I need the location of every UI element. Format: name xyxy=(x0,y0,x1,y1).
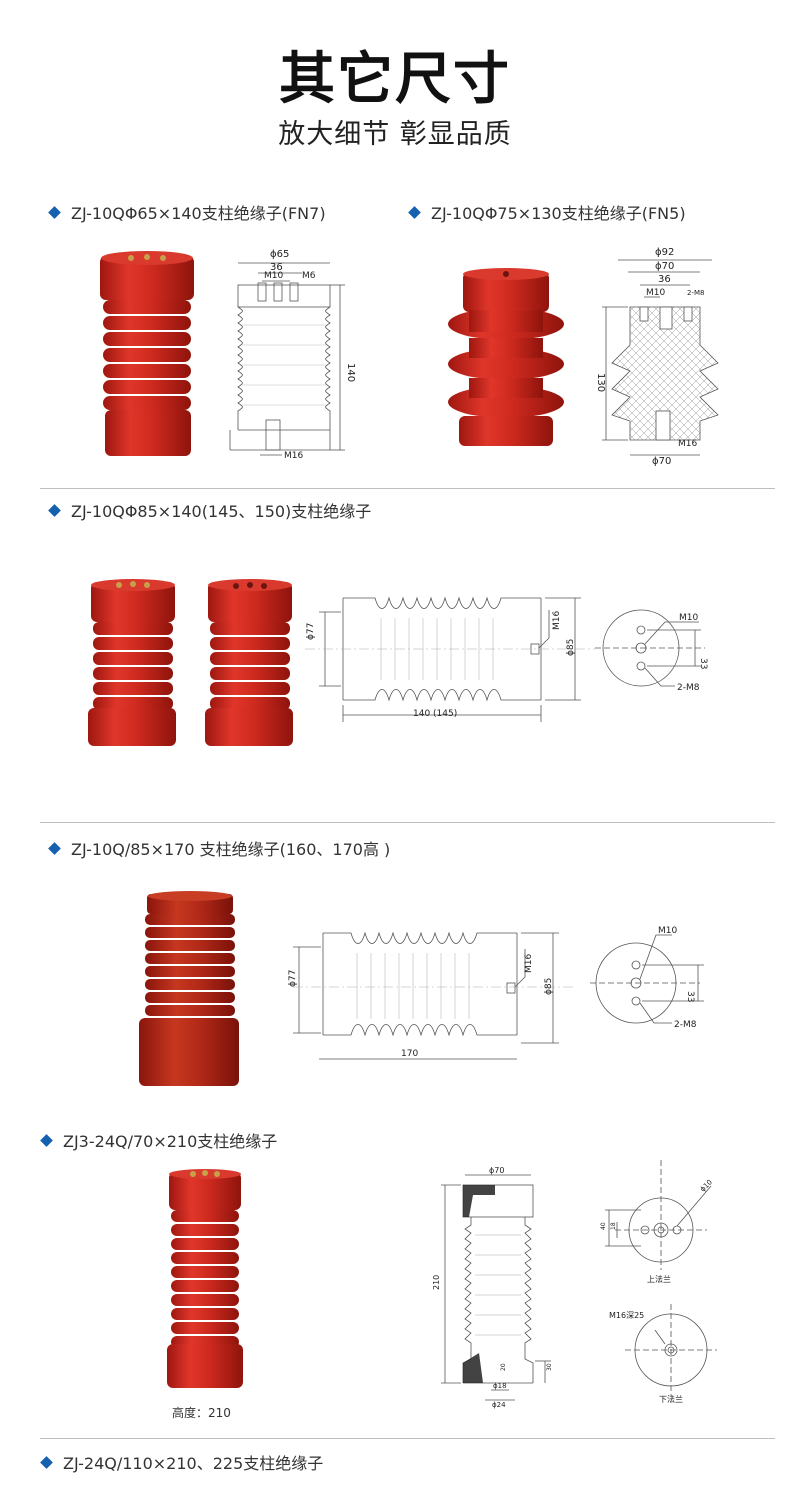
drawing-85x170-end: M10 33 2-M8 xyxy=(590,926,704,1030)
dim-bolt: M10 xyxy=(646,288,665,298)
dim-diameter-2: ϕ70 xyxy=(655,261,674,272)
dim-right-diameter: ϕ85 xyxy=(544,978,554,995)
dim-bottom-diameter: ϕ70 xyxy=(652,456,671,467)
dim-width: 36 xyxy=(270,262,283,273)
dim-length: 140 (145) xyxy=(413,709,457,719)
drawing-fn7: ϕ65 36 M10 M6 140 M16 xyxy=(229,249,356,461)
dim-bottom-bolt: M16深25 xyxy=(609,1311,644,1320)
drawing-70x210-flanges: ϕ10 40 18 上法兰 M16深25 下法兰 xyxy=(600,1160,717,1404)
insulator-photo-85x140-a xyxy=(88,579,176,746)
dim-holes: 2-M8 xyxy=(674,1020,697,1030)
dim-width: 36 xyxy=(658,274,671,285)
dim-diameter-b: ϕ24 xyxy=(492,1401,506,1409)
dim-bottom-bolt: M16 xyxy=(678,439,697,449)
drawing-85x140-end: M10 33 2-M8 xyxy=(595,609,708,693)
caption-text: ZJ3-24Q/70×210支柱绝缘子 xyxy=(63,1132,278,1151)
dim-bolt-2: 2-M8 xyxy=(687,289,704,297)
dim-bolt: M10 xyxy=(264,271,283,281)
dim-diameter: ϕ70 xyxy=(489,1166,504,1175)
dim-bolt-2: M6 xyxy=(302,271,316,281)
insulator-photo-85x170 xyxy=(139,891,239,1086)
product-caption-85x170: ZJ-10Q/85×170 支柱绝缘子(160、170高 ) xyxy=(48,836,391,860)
dim-length: 170 xyxy=(401,1049,418,1059)
caption-text: ZJ-24Q/110×210、225支柱绝缘子 xyxy=(63,1454,324,1473)
dim-holes: 2-M8 xyxy=(677,683,700,693)
diamond-bullet-icon xyxy=(408,206,421,219)
drawing-fn5: ϕ92 ϕ70 36 M10 2-M8 130 M16 ϕ70 xyxy=(595,247,719,467)
dim-right-diameter: ϕ85 xyxy=(566,639,576,656)
dim-diameter: ϕ92 xyxy=(655,247,674,258)
dim-top-bolt: M10 xyxy=(658,926,677,936)
dim-bolt: M16 xyxy=(552,611,562,630)
dim-diameter-a: ϕ18 xyxy=(493,1382,507,1390)
dim-height: 130 xyxy=(595,373,606,392)
product-caption-70x210: ZJ3-24Q/70×210支柱绝缘子 xyxy=(40,1128,278,1152)
insulator-photo-70x210 xyxy=(167,1169,243,1388)
section-divider xyxy=(40,822,775,823)
diamond-bullet-icon xyxy=(48,842,61,855)
insulator-photo-85x140-b xyxy=(205,579,293,746)
product-caption-fn5: ZJ-10QΦ75×130支柱绝缘子(FN5) xyxy=(408,200,686,224)
page-subtitle: 放大细节 彰显品质 xyxy=(278,119,512,150)
dim-left-diameter: ϕ77 xyxy=(306,623,316,640)
page-title: 其它尺寸 xyxy=(279,47,511,112)
caption-text: ZJ-10Q/85×170 支柱绝缘子(160、170高 ) xyxy=(71,840,391,859)
top-flange-label: 上法兰 xyxy=(647,1274,671,1284)
product-caption-110x210: ZJ-24Q/110×210、225支柱绝缘子 xyxy=(40,1450,324,1474)
dim-height: 140 xyxy=(345,363,356,382)
diamond-bullet-icon xyxy=(48,206,61,219)
drawing-85x170-side: ϕ77 170 M16 ϕ85 xyxy=(288,931,575,1060)
dim-v2: 18 xyxy=(610,1222,617,1230)
diamond-bullet-icon xyxy=(40,1134,53,1147)
dim-top-bolt: M10 xyxy=(679,613,698,623)
section-divider xyxy=(40,1438,775,1439)
dim-bolt: M16 xyxy=(524,954,534,973)
dim-spacing: 33 xyxy=(685,991,695,1002)
diamond-bullet-icon xyxy=(48,504,61,517)
caption-text: ZJ-10QΦ85×140(145、150)支柱绝缘子 xyxy=(71,502,372,521)
diamond-bullet-icon xyxy=(40,1456,53,1469)
dim-diameter: ϕ65 xyxy=(270,249,289,260)
caption-text: ZJ-10QΦ65×140支柱绝缘子(FN7) xyxy=(71,204,326,223)
part-mark: U1 xyxy=(475,1196,495,1211)
dim-h2: 20 xyxy=(500,1363,507,1371)
dim-h3: 30 xyxy=(546,1363,553,1371)
caption-text: ZJ-10QΦ75×130支柱绝缘子(FN5) xyxy=(431,204,686,223)
drawing-85x140-side: ϕ77 140 (145) M16 ϕ85 xyxy=(305,596,595,722)
dim-height: 210 xyxy=(432,1275,441,1290)
product-caption-85x140: ZJ-10QΦ85×140(145、150)支柱绝缘子 xyxy=(48,498,372,522)
height-label: 高度：210 xyxy=(172,1406,231,1420)
insulator-photo-fn5 xyxy=(448,268,564,446)
dim-v1: 40 xyxy=(600,1222,607,1230)
drawing-70x210-side: ϕ70 U1 210 20 30 ϕ18 ϕ24 xyxy=(432,1166,553,1409)
dim-angle: ϕ10 xyxy=(699,1178,714,1193)
dim-spacing: 33 xyxy=(698,658,708,669)
bottom-flange-label: 下法兰 xyxy=(659,1394,683,1404)
dim-bottom-bolt: M16 xyxy=(284,451,303,461)
dim-left-diameter: ϕ77 xyxy=(288,970,298,987)
section-divider xyxy=(40,488,775,489)
insulator-photo-fn7 xyxy=(100,251,194,456)
product-caption-fn7: ZJ-10QΦ65×140支柱绝缘子(FN7) xyxy=(48,200,326,224)
